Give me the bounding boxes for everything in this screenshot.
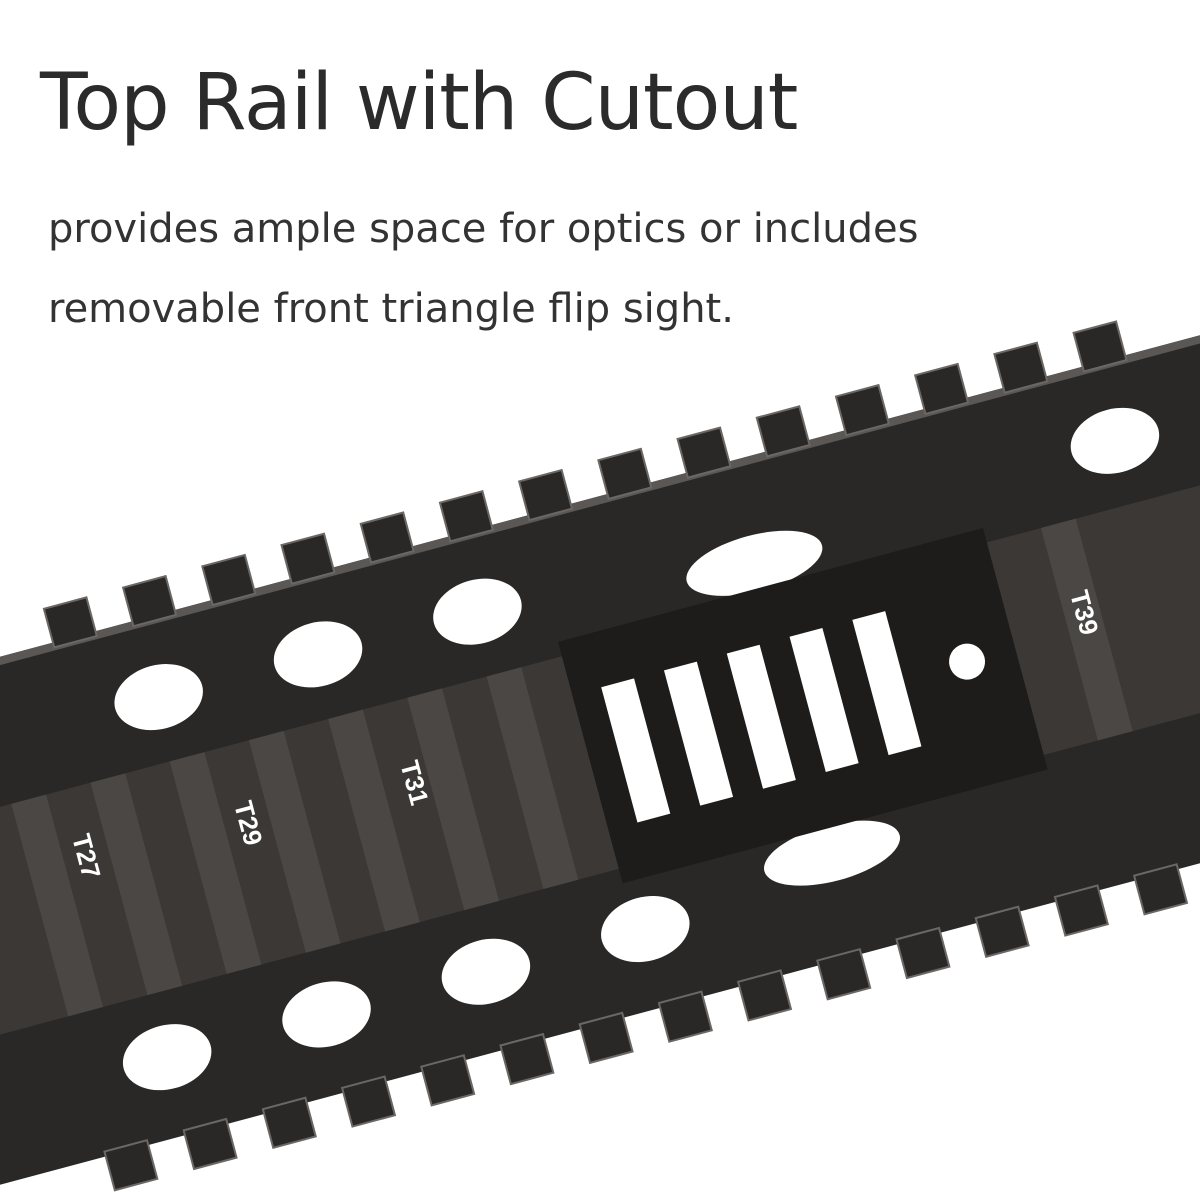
rail-tooth bbox=[657, 990, 713, 1043]
cutout-slots bbox=[601, 611, 922, 823]
rail-rib bbox=[1040, 518, 1133, 741]
rail-tooth bbox=[993, 341, 1049, 394]
rail-detail-layer bbox=[42, 320, 1189, 1192]
subtitle-line-2: removable front triangle flip sight. bbox=[48, 286, 734, 332]
rail-tooth bbox=[201, 553, 257, 607]
cutout-slot bbox=[789, 627, 859, 772]
rail-tooth bbox=[816, 947, 872, 1001]
center-rail-ribs bbox=[11, 518, 1133, 1017]
rail-tooth bbox=[913, 362, 970, 416]
rail-tooth bbox=[974, 905, 1030, 959]
rail-tooth bbox=[676, 426, 732, 479]
cutout-slot bbox=[726, 644, 796, 789]
rail-tooth bbox=[359, 511, 415, 564]
rail-tooth bbox=[755, 405, 811, 458]
vent-hole bbox=[1070, 407, 1160, 474]
cutout bbox=[557, 527, 1048, 884]
rail-tooth bbox=[340, 1075, 397, 1128]
rail-tooth bbox=[1053, 884, 1110, 937]
rail-tooth bbox=[578, 1011, 634, 1065]
rail-rib bbox=[169, 752, 262, 974]
vent-hole bbox=[764, 820, 901, 886]
rail-teeth bbox=[42, 320, 1189, 1192]
rail-tooth bbox=[895, 926, 951, 980]
rail-rib bbox=[11, 794, 104, 1017]
page-title: Top Rail with Cutout bbox=[40, 58, 798, 148]
screw-hole bbox=[949, 643, 986, 680]
rail-tooth bbox=[103, 1138, 159, 1192]
vent-hole bbox=[686, 530, 823, 596]
rail-tooth bbox=[261, 1096, 317, 1150]
vent-hole bbox=[122, 1024, 212, 1091]
vent-hole bbox=[282, 981, 371, 1048]
rail-tooth bbox=[121, 574, 178, 628]
rail-tooth bbox=[834, 383, 891, 437]
rail-top-edge bbox=[0, 335, 1200, 666]
rail-tooth bbox=[597, 447, 653, 501]
rail-tooth bbox=[499, 1032, 555, 1086]
cutout-slot bbox=[852, 611, 922, 756]
rail-rib bbox=[90, 773, 183, 996]
rail-rib bbox=[486, 667, 579, 890]
rail-front-layer: T27 T29 T31 T39 bbox=[11, 518, 1133, 1017]
rail-tooth bbox=[438, 490, 495, 543]
rail-tooth bbox=[736, 969, 793, 1022]
vent-holes bbox=[114, 407, 1160, 1091]
vent-hole bbox=[114, 664, 203, 731]
vent-hole bbox=[433, 578, 522, 645]
rail-tooth bbox=[42, 596, 98, 649]
vent-hole bbox=[441, 938, 531, 1005]
rail-rib bbox=[407, 688, 500, 911]
vent-hole bbox=[601, 896, 690, 963]
subtitle-line-1: provides ample space for optics or inclu… bbox=[48, 206, 919, 252]
rail-tooth bbox=[182, 1117, 238, 1171]
rail-rib bbox=[248, 730, 341, 953]
rail-tooth bbox=[280, 532, 336, 585]
rail-rib bbox=[328, 709, 420, 932]
rail-tooth bbox=[1132, 863, 1189, 916]
rail-tooth bbox=[1072, 320, 1128, 373]
cutout-slot bbox=[663, 661, 734, 806]
vent-hole bbox=[273, 621, 363, 688]
rail-tooth bbox=[517, 468, 574, 522]
cutout-slot bbox=[601, 678, 671, 823]
rail-tooth bbox=[420, 1054, 476, 1107]
